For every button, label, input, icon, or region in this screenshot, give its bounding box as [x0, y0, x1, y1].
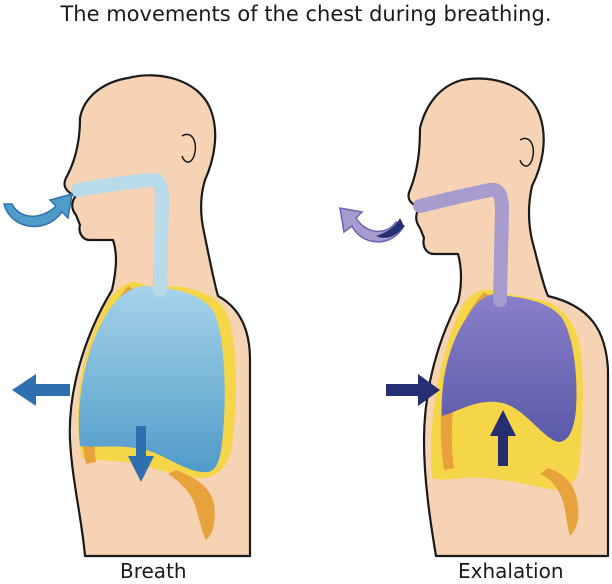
- breath-lungs: [78, 286, 225, 473]
- breath-diaphragm-edge: [168, 470, 215, 540]
- chest-expand-arrow-icon: [12, 374, 70, 406]
- diaphragm-down-arrow-icon: [128, 426, 154, 482]
- exhalation-airway: [413, 182, 509, 307]
- breath-figure: [3, 74, 252, 558]
- exhalation-lungs: [441, 294, 577, 442]
- exhalation-ear: [519, 137, 534, 167]
- breath-label: Breath: [120, 559, 187, 583]
- exhale-arrow-tail: [376, 218, 404, 238]
- chest-contract-arrow-icon: [386, 374, 440, 406]
- diaphragm-up-arrow-icon: [490, 410, 516, 466]
- breath-ear: [181, 133, 196, 163]
- diagram-title: The movements of the chest during breath…: [60, 2, 552, 26]
- exhalation-label: Exhalation: [458, 559, 564, 583]
- breath-airway: [71, 172, 169, 297]
- exhale-arrow-icon: [339, 207, 406, 243]
- inhale-arrow-icon: [3, 192, 73, 228]
- exhalation-figure: [339, 77, 610, 558]
- exhalation-diaphragm-edge: [540, 468, 579, 536]
